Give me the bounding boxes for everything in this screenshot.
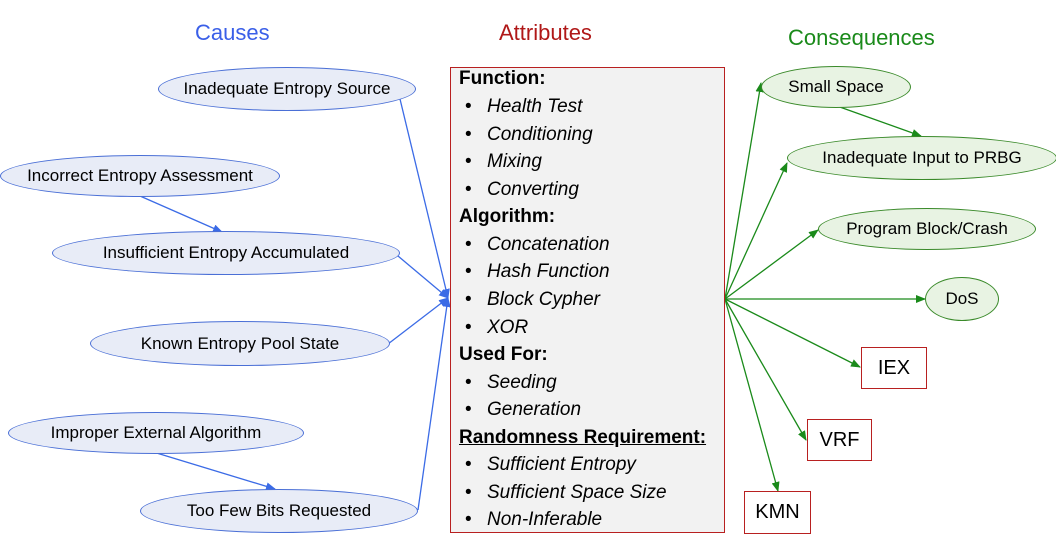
section-used-for-title: Used For: <box>459 344 548 365</box>
attribute-item: •Hash Function <box>465 261 610 282</box>
arrow-attributes-to-small-space <box>724 82 764 300</box>
attribute-item: •Mixing <box>465 151 542 172</box>
cause-known-entropy-pool-state: Known Entropy Pool State <box>90 321 390 366</box>
arrow-attributes-to-kmn <box>724 298 780 492</box>
attributes-header: Attributes <box>499 20 592 45</box>
attribute-item: •Block Cypher <box>465 289 600 310</box>
cause-improper-external-algorithm: Improper External Algorithm <box>8 412 304 454</box>
cause-incorrect-entropy-assessment: Incorrect Entropy Assessment <box>0 155 280 197</box>
cause-arrows <box>139 98 451 511</box>
attribute-item: •Seeding <box>465 372 557 393</box>
arrow-bits-to-attributes <box>417 297 451 511</box>
attribute-item: •Concatenation <box>465 234 610 255</box>
attribute-item: •Health Test <box>465 96 583 117</box>
attribute-item: •Converting <box>465 179 579 200</box>
arrow-small-space-to-inadequate-input <box>836 105 922 137</box>
arrow-attributes-to-vrf <box>724 298 807 441</box>
consequences-header: Consequences <box>788 25 935 50</box>
arrow-attributes-to-inadequate-input <box>724 162 788 300</box>
arrow-external-algorithm-to-bits <box>149 450 276 491</box>
consequence-inadequate-input-to-prbg: Inadequate Input to PRBG <box>787 136 1056 180</box>
attribute-item: •Conditioning <box>465 124 593 145</box>
arrow-attributes-to-program-block <box>724 229 819 300</box>
consequence-vrf: VRF <box>807 419 872 461</box>
cause-too-few-bits-requested: Too Few Bits Requested <box>140 489 418 533</box>
attribute-item: •Sufficient Entropy <box>465 454 636 475</box>
cause-insufficient-entropy-accumulated: Insufficient Entropy Accumulated <box>52 231 400 275</box>
consequence-small-space: Small Space <box>761 66 911 108</box>
section-algorithm-title: Algorithm: <box>459 206 556 227</box>
arrow-attributes-to-iex <box>724 298 861 368</box>
section-function-title: Function: <box>459 68 546 89</box>
consequence-iex: IEX <box>861 347 927 389</box>
causes-header: Causes <box>195 20 270 45</box>
arrow-pool-state-to-attributes <box>387 297 449 345</box>
consequence-kmn: KMN <box>744 491 811 534</box>
attribute-item: •XOR <box>465 317 529 338</box>
consequence-arrows <box>724 82 926 492</box>
arrow-accumulated-to-attributes <box>397 255 449 299</box>
arrow-entropy-source-to-attributes <box>399 98 450 299</box>
attribute-item: •Non-Inferable <box>465 509 603 530</box>
consequence-program-block-crash: Program Block/Crash <box>818 208 1036 250</box>
attributes-box: Function: •Health Test •Conditioning •Mi… <box>450 67 725 533</box>
attribute-item: •Sufficient Space Size <box>465 482 667 503</box>
attribute-item: •Generation <box>465 399 582 420</box>
consequence-dos: DoS <box>925 277 999 321</box>
cause-inadequate-entropy-source: Inadequate Entropy Source <box>158 67 416 111</box>
arrow-entropy-assessment-to-accumulated <box>139 195 223 233</box>
section-randomness-title: Randomness Requirement: <box>459 427 707 448</box>
